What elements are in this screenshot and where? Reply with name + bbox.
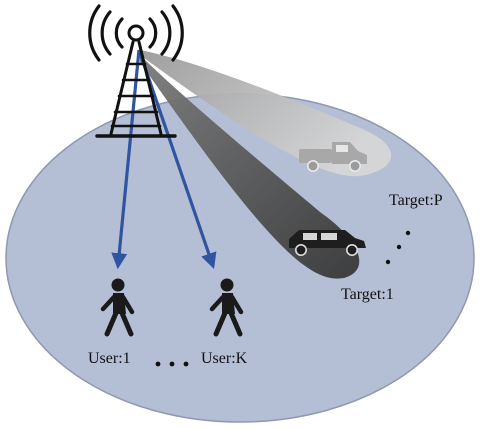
cell-tower-icon bbox=[88, 4, 184, 138]
target-1-label: Target:1 bbox=[341, 286, 394, 303]
user-k-label: User:K bbox=[201, 350, 248, 367]
sensing-beam-target-p bbox=[140, 50, 392, 177]
car-icon bbox=[289, 230, 366, 257]
targets-ellipsis bbox=[385, 230, 411, 265]
user-k-person-icon bbox=[209, 278, 244, 337]
user-1-label: User:1 bbox=[88, 350, 131, 367]
downlink-arrow-user-1 bbox=[111, 49, 141, 270]
sensing-beam-target-1 bbox=[140, 55, 360, 279]
downlink-arrow-user-k bbox=[137, 49, 217, 270]
target-p-label: Target:P bbox=[389, 192, 443, 209]
coverage-area bbox=[5, 93, 475, 423]
truck-icon bbox=[299, 142, 367, 173]
user-1-person-icon bbox=[100, 278, 135, 337]
users-ellipsis bbox=[155, 361, 189, 367]
